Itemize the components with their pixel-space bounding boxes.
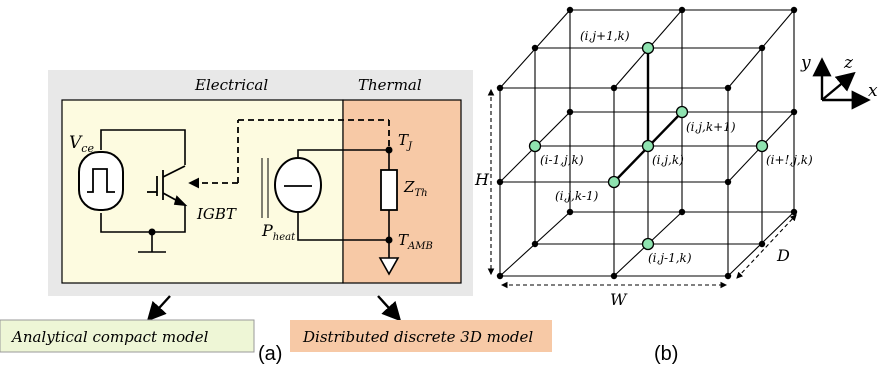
thermal-wiring xyxy=(297,149,390,258)
node-left xyxy=(528,139,542,153)
square-wave-source xyxy=(78,151,124,211)
panel-b: (i,j+1,k) (i,j,k+1) (i-1,j,k) (i,j,k) (i… xyxy=(474,6,878,365)
dim-d-label: D xyxy=(776,246,790,265)
caption-a: (a) xyxy=(258,343,282,365)
tamb-node xyxy=(385,236,393,244)
node-top xyxy=(641,41,655,55)
vce-label: Vce xyxy=(69,133,94,155)
node-front xyxy=(675,105,689,119)
caption-b: (b) xyxy=(654,343,678,365)
electrical-wiring xyxy=(100,129,186,253)
compact-model-box xyxy=(0,319,255,353)
label-node-top: (i,j+1,k) xyxy=(580,29,630,43)
node-center xyxy=(641,139,655,153)
thermal-region xyxy=(342,99,462,284)
node-back xyxy=(607,175,621,189)
thermal-header: Thermal xyxy=(358,76,422,94)
igbt-symbol xyxy=(147,165,188,207)
label-node-back: (i,j,k-1) xyxy=(555,189,599,203)
axis-y-label: y xyxy=(800,53,811,73)
axis-z-label: z xyxy=(843,53,854,73)
node-bottom xyxy=(641,237,655,251)
highlighted-nodes xyxy=(528,41,769,251)
dimension-lines xyxy=(487,88,797,289)
heat-coupling-dashed xyxy=(188,119,390,189)
tj-label: TJ xyxy=(398,131,413,152)
zth-resistor xyxy=(380,169,398,211)
label-node-right: (i+!,j,k) xyxy=(766,153,813,167)
zth-label: ZTh xyxy=(403,178,428,199)
axis-x-label: x xyxy=(868,81,878,101)
ground-junction xyxy=(148,228,156,236)
label-node-front: (i,j,k+1) xyxy=(686,120,736,134)
arrow-to-3d-model xyxy=(377,295,402,322)
label-node-center: (i,j,k) xyxy=(652,153,684,167)
label-node-bottom: (i,j-1,k) xyxy=(648,251,692,265)
dim-w-label: W xyxy=(610,290,628,309)
coupling-bars xyxy=(261,158,269,218)
ambient-ground-icon xyxy=(378,257,400,276)
axis-triad xyxy=(812,57,871,110)
heat-source xyxy=(274,157,322,213)
discrete-model-label: Distributed discrete 3D model xyxy=(302,328,533,346)
pheat-label: Pheat xyxy=(261,221,296,243)
tamb-label: TAMB xyxy=(398,231,433,252)
dim-h-label: H xyxy=(474,170,490,189)
node-labels: (i,j+1,k) (i,j,k+1) (i-1,j,k) (i,j,k) (i… xyxy=(540,29,813,265)
compact-model-label: Analytical compact model xyxy=(10,328,209,346)
igbt-label: IGBT xyxy=(196,205,237,223)
label-node-left: (i-1,j,k) xyxy=(540,153,584,167)
panel-a: Electrical Thermal Vce IGBT xyxy=(0,70,552,365)
electrical-header: Electrical xyxy=(194,76,268,94)
discrete-model-box xyxy=(290,320,552,352)
tj-node xyxy=(385,146,393,154)
node-right xyxy=(755,139,769,153)
arrow-to-compact-model xyxy=(146,295,171,322)
